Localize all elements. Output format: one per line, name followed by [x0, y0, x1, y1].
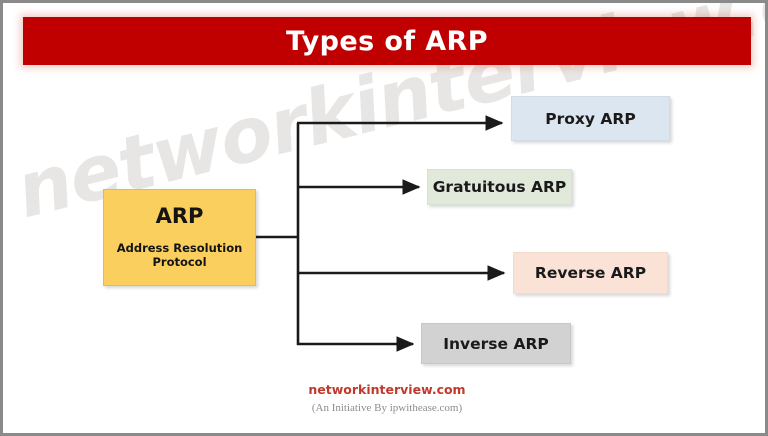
- node-reverse-arp-label: Reverse ARP: [534, 264, 647, 282]
- node-reverse-arp[interactable]: Reverse ARP: [513, 252, 668, 294]
- node-proxy-arp-label: Proxy ARP: [545, 109, 636, 128]
- footer: networkinterview.com (An Initiative By i…: [3, 381, 765, 416]
- node-gratuitous-arp[interactable]: Gratuitous ARP: [427, 169, 572, 205]
- node-arp-root[interactable]: ARP Address Resolution Protocol: [103, 189, 256, 286]
- node-inverse-arp-label: Inverse ARP: [443, 334, 549, 353]
- node-arp-subtitle: Address Resolution Protocol: [116, 240, 243, 269]
- page-title: Types of ARP: [286, 25, 488, 57]
- node-arp-title: ARP: [155, 203, 204, 228]
- node-gratuitous-arp-label: Gratuitous ARP: [432, 178, 567, 196]
- footer-brand[interactable]: networkinterview.com: [308, 382, 466, 397]
- connector-lines: [256, 115, 506, 352]
- title-banner: Types of ARP: [23, 17, 751, 65]
- node-inverse-arp[interactable]: Inverse ARP: [421, 323, 571, 364]
- node-proxy-arp[interactable]: Proxy ARP: [511, 96, 670, 141]
- footer-subtitle: (An Initiative By ipwithease.com): [311, 401, 463, 414]
